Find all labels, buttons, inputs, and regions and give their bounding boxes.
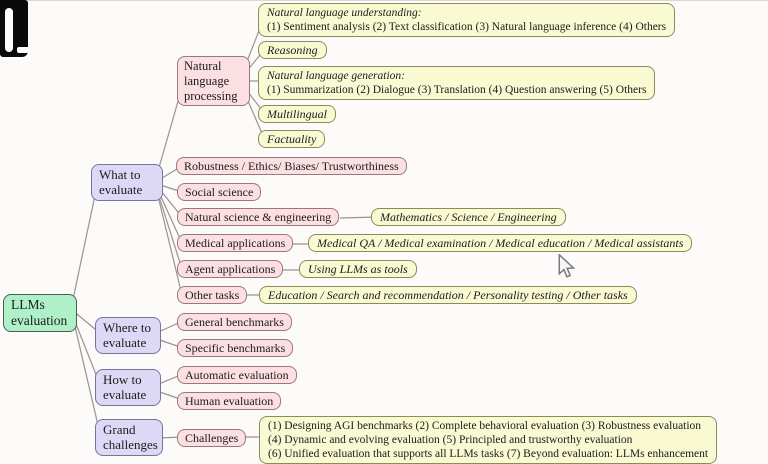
- node-human-evaluation: Human evaluation: [177, 392, 282, 411]
- node-social-science: Social science: [177, 183, 262, 202]
- node-other-tasks: Other tasks: [177, 286, 248, 305]
- challenge-line-3: (6) Unified evaluation that supports all…: [268, 448, 709, 460]
- node-challenges: Challenges: [177, 429, 247, 448]
- leaf-using-llms-as-tools: Using LLMs as tools: [299, 260, 417, 279]
- leaf-factuality: Factuality: [258, 130, 326, 149]
- mouse-cursor-icon: [558, 254, 575, 278]
- challenge-line-1: (1) Designing AGI benchmarks (2) Complet…: [268, 420, 702, 432]
- node-natural-language-processing: Natural language processing: [177, 56, 250, 107]
- leaf-mathematics-science-engineering: Mathematics / Science / Engineering: [371, 208, 566, 227]
- leaf-natural-language-understanding: Natural language understanding: (1) Sent…: [258, 3, 676, 37]
- node-robustness-ethics: Robustness / Ethics/ Biases/ Trustworthi…: [176, 157, 407, 176]
- node-llms-evaluation: LLMs evaluation: [3, 294, 77, 332]
- node-general-benchmarks: General benchmarks: [177, 313, 292, 332]
- screen-artifact: [0, 0, 28, 57]
- node-medical-applications: Medical applications: [177, 234, 294, 253]
- window-top-edge: [0, 0, 768, 1]
- leaf-nlu-title: Natural language understanding:: [267, 7, 422, 19]
- leaf-challenge-items: (1) Designing AGI benchmarks (2) Complet…: [259, 416, 718, 464]
- node-natural-science-engineering: Natural science & engineering: [177, 208, 340, 227]
- challenge-line-2: (4) Dynamic and evolving evaluation (5) …: [268, 434, 633, 446]
- node-automatic-evaluation: Automatic evaluation: [177, 366, 297, 385]
- node-where-to-evaluate: Where to evaluate: [95, 317, 161, 354]
- node-how-to-evaluate: How to evaluate: [95, 369, 161, 406]
- leaf-medical-qa: Medical QA / Medical examination / Medic…: [308, 234, 693, 253]
- leaf-nlg-body: (1) Summarization (2) Dialogue (3) Trans…: [267, 84, 647, 96]
- node-specific-benchmarks: Specific benchmarks: [177, 339, 294, 358]
- leaf-reasoning: Reasoning: [258, 41, 327, 60]
- node-grand-challenges: Grand challenges: [95, 419, 163, 456]
- node-what-to-evaluate: What to evaluate: [91, 164, 163, 201]
- leaf-nlg-title: Natural language generation:: [267, 70, 405, 82]
- leaf-education-search-personality: Education / Search and recommendation / …: [259, 286, 637, 305]
- node-agent-applications: Agent applications: [177, 260, 284, 279]
- artifact-dash: [17, 47, 28, 53]
- leaf-multilingual: Multilingual: [258, 105, 336, 124]
- artifact-vertical-bar: [5, 8, 13, 52]
- leaf-natural-language-generation: Natural language generation: (1) Summari…: [258, 66, 656, 100]
- leaf-nlu-body: (1) Sentiment analysis (2) Text classifi…: [267, 21, 667, 33]
